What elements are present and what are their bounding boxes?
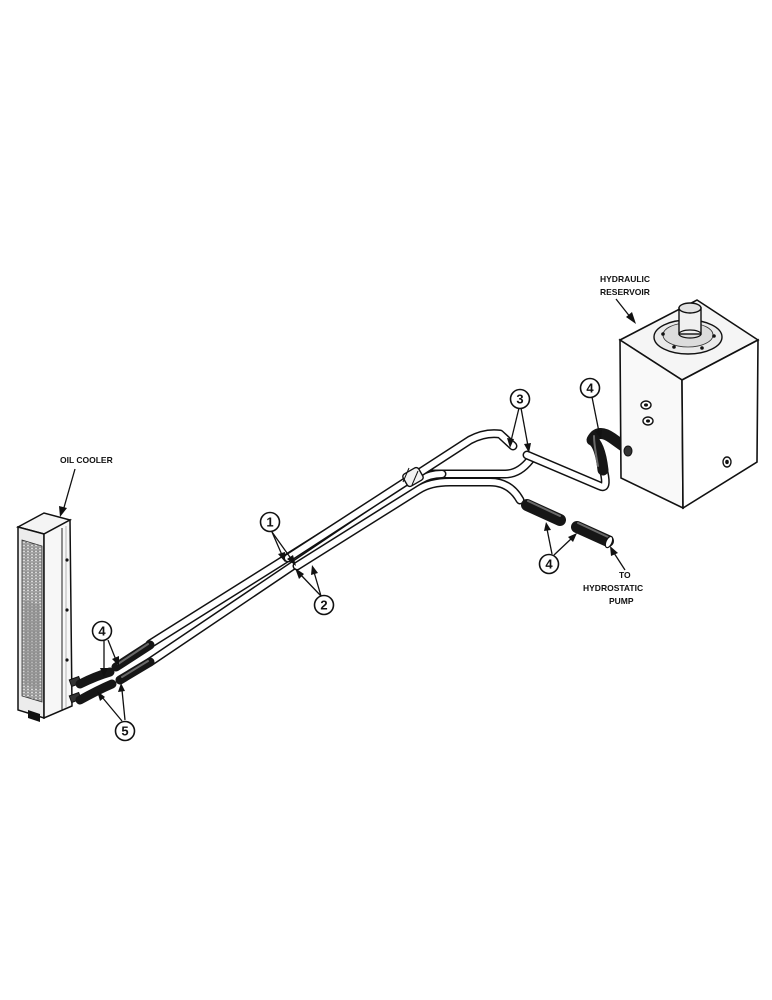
oil-cooler-leader: [59, 468, 76, 517]
reservoir-hose: [586, 428, 632, 476]
pump-label-line3: PUMP: [609, 596, 634, 606]
callout-2-number: 2: [320, 598, 327, 613]
callout-5: 5: [97, 683, 136, 742]
callout-1-number: 1: [266, 515, 273, 530]
oil-cooler-label: OIL COOLER: [60, 455, 113, 465]
pump-hose-1: [521, 499, 566, 526]
pump-label-line1: TO: [619, 570, 631, 580]
cooler-tube-upper: [145, 455, 535, 649]
reservoir-leader: [615, 298, 636, 324]
callout-1: 1: [259, 511, 296, 566]
callout-3: 3: [507, 388, 531, 453]
callout-4-reservoir-number: 4: [586, 381, 594, 396]
pump-hose-2: [571, 521, 614, 549]
callout-2: 2: [295, 565, 335, 616]
hydraulic-reservoir: [618, 299, 760, 510]
tube-union: [402, 466, 424, 488]
callout-5-number: 5: [121, 724, 128, 739]
pump-tube: [292, 477, 525, 571]
callout-4-cooler-number: 4: [98, 624, 106, 639]
callout-4-cooler: 4: [91, 620, 119, 677]
callout-4-pump-number: 4: [545, 557, 553, 572]
reservoir-label-line2: RESERVOIR: [600, 287, 650, 297]
oil-cooler: [15, 512, 82, 722]
callout-3-number: 3: [516, 392, 523, 407]
pump-label-line2: HYDROSTATIC: [583, 583, 643, 593]
reservoir-tube: [283, 429, 610, 563]
reservoir-label-line1: HYDRAULIC: [600, 274, 650, 284]
callout-4-reservoir: 4: [579, 377, 602, 439]
pump-leader: [610, 546, 626, 571]
callout-4-pump: 4: [538, 522, 577, 575]
cooler-hose-upper: [75, 640, 155, 689]
